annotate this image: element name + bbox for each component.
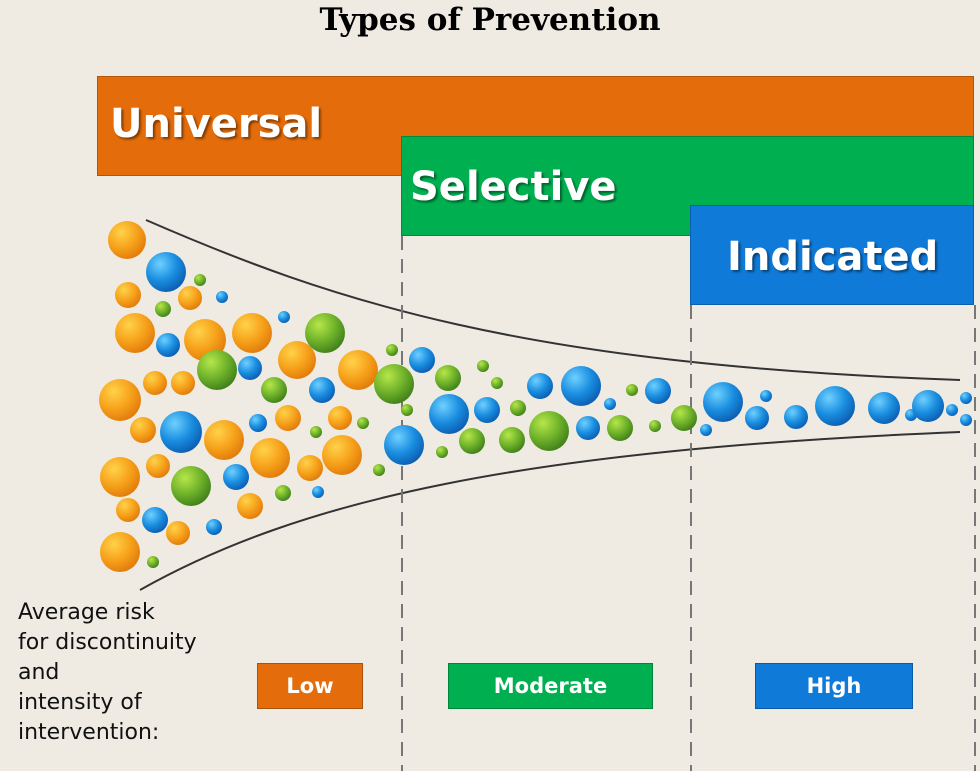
funnel-bottom-curve [139, 431, 961, 591]
risk-line: and [18, 660, 60, 685]
risk-description: Average risk for discontinuity and inten… [18, 598, 248, 748]
funnel-top-curve [145, 219, 961, 381]
level-low-box: Low [257, 663, 363, 709]
population-circles [99, 221, 972, 572]
indicated-label: Indicated [727, 234, 939, 280]
level-high-box: High [755, 663, 913, 709]
indicated-bar: Indicated [690, 205, 974, 305]
risk-line: Average risk [18, 600, 155, 625]
risk-line: intensity of [18, 690, 142, 715]
risk-line: intervention: [18, 720, 160, 745]
selective-label: Selective [410, 164, 617, 210]
risk-line: for discontinuity [18, 630, 197, 655]
page-title: Types of Prevention [319, 2, 661, 38]
level-moderate-box: Moderate [448, 663, 653, 709]
universal-label: Universal [110, 101, 323, 147]
